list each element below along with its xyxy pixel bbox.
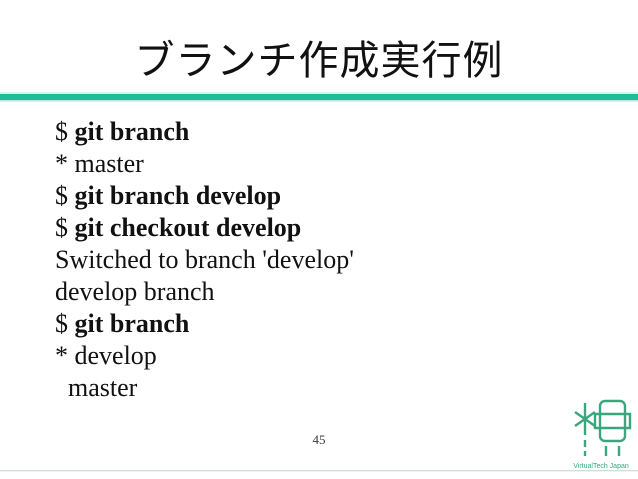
slide-title: ブランチ作成実行例 — [134, 39, 504, 83]
code-line: $ git checkout develop — [55, 212, 595, 244]
virtualtech-logo: VirtualTech Japan — [569, 399, 633, 471]
code-line: develop branch — [55, 276, 595, 308]
code-line: $ git branch — [55, 116, 595, 148]
virtualtech-logo-icon — [574, 399, 632, 456]
code-line: * master — [55, 148, 595, 180]
code-line-text: master — [55, 373, 138, 402]
code-line-text: $ — [55, 117, 75, 146]
code-line: Switched to branch 'develop' — [55, 244, 595, 276]
footer-rule — [0, 470, 638, 472]
code-line-text: * develop — [55, 341, 157, 370]
code-line: $ git branch develop — [55, 180, 595, 212]
code-line-text: * master — [55, 149, 144, 178]
terminal-transcript: $ git branch * master $ git branch devel… — [55, 116, 595, 404]
code-line-text: develop branch — [55, 277, 215, 306]
code-line-text: $ — [55, 309, 75, 338]
code-line-command: git branch — [74, 117, 190, 146]
code-line-command: git branch develop — [74, 181, 282, 210]
code-line-text: $ — [55, 213, 75, 242]
code-line-command: git branch — [74, 309, 190, 338]
title-divider-line — [0, 92, 638, 102]
page-number: 45 — [312, 432, 326, 447]
code-line-text: $ — [55, 181, 75, 210]
code-line: master — [55, 372, 595, 404]
code-line-command: git checkout develop — [74, 213, 302, 242]
code-line: $ git branch — [55, 308, 595, 340]
virtualtech-logo-label: VirtualTech Japan — [573, 463, 629, 470]
code-line-text: Switched to branch 'develop' — [55, 245, 354, 274]
code-line: * develop — [55, 340, 595, 372]
